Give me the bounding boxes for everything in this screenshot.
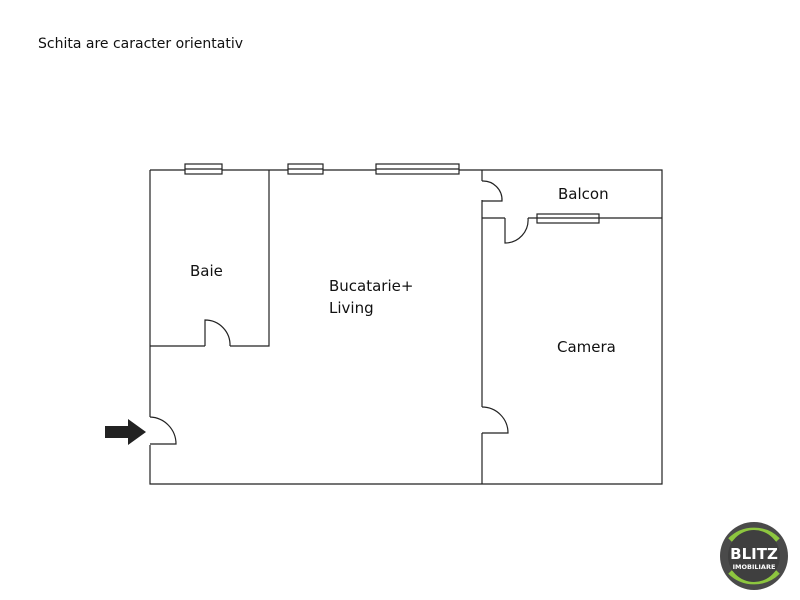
outer-wall [149,169,663,485]
logo-text-imobiliare: IMOBILIARE [733,563,776,571]
room-label-balcon: Balcon [558,185,609,203]
entrance-door [149,416,177,445]
bedroom-door [481,406,509,434]
disclaimer-note: Schita are caracter orientativ [38,36,244,52]
logo-text-blitz: BLITZ [730,545,778,563]
bathroom-wall [150,170,270,347]
balcony-door [481,180,503,202]
bathroom-door [204,319,231,347]
room-label-living: Living [329,299,374,317]
room-label-camera: Camera [557,338,616,356]
blitz-logo: BLITZ IMOBILIARE [720,522,788,590]
room-label-bucatarie: Bucatarie+ [329,277,413,295]
balcony-door-2 [504,217,529,244]
room-label-baie: Baie [190,262,223,280]
entrance-arrow [105,419,146,445]
